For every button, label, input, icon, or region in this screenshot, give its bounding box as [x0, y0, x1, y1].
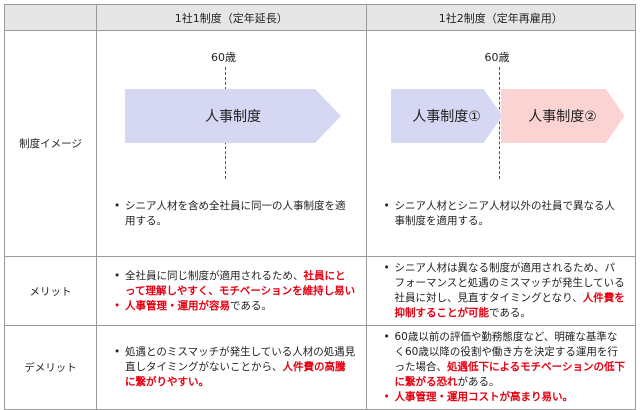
- diagram-right: 60歳 人事制度① 人事制度②: [367, 31, 636, 181]
- merit-right-item: シニア人材は異なる制度が適用されるため、パフォーマンスと処遇のミスマッチが発生し…: [381, 261, 626, 321]
- header-two-systems: 1社2制度（定年再雇用）: [365, 4, 636, 31]
- merit-left-highlight: 社員にとって理解しやすく、モチベーションを維持し易い: [125, 269, 356, 297]
- demerit-row: デメリット 処遇とのミスマッチが発生している人材の処遇見直しタイミングがないこと…: [4, 325, 636, 410]
- image-cell-left: 60歳 人事制度 シニア人材を含め全社員に同一の人事制度を適用する。: [96, 30, 367, 257]
- merit-right-text-end: である。: [489, 307, 531, 319]
- demerit-left-highlight: 人件費の高騰に繋がりやすい。: [125, 361, 346, 388]
- age-label-right: 60歳: [484, 51, 510, 64]
- merit-cell-right: シニア人材は異なる制度が適用されるため、パフォーマンスと処遇のミスマッチが発生し…: [365, 256, 636, 326]
- demerit-right-highlight: 処遇低下によるモチベーションの低下に繋がる恐れ: [394, 361, 625, 388]
- arrow-hr-system-2-label: 人事制度②: [528, 109, 597, 125]
- note-left: シニア人材を含め全社員に同一の人事制度を適用する。: [111, 199, 356, 229]
- merit-left-list: 全社員に同じ制度が適用されるため、社員にとって理解しやすく、モチベーションを維持…: [111, 269, 356, 314]
- merit-left-highlight-2: 人事管理・運用が容易: [125, 299, 230, 312]
- demerit-cell-right: 60歳以前の評価や勤務態度など、明確な基準なく60歳以降の役割や働き方を決定する…: [365, 325, 636, 410]
- arrow-hr-system-2: 人事制度②: [500, 89, 625, 143]
- note-right: シニア人材とシニア人材以外の社員で異なる人事制度を適用する。: [381, 199, 626, 229]
- age-line-right: [498, 67, 500, 179]
- image-row: 制度イメージ 60歳 人事制度 シニア人材を含め全社員に同一の人事制度を適用する…: [4, 30, 636, 257]
- comparison-table: 1社1制度（定年延長） 1社2制度（定年再雇用） 制度イメージ 60歳 人事制度…: [4, 4, 636, 410]
- merit-right-list: シニア人材は異なる制度が適用されるため、パフォーマンスと処遇のミスマッチが発生し…: [381, 261, 626, 321]
- age-label-left: 60歳: [211, 51, 236, 64]
- arrow-hr-system: 人事制度: [125, 89, 341, 143]
- header-row: 1社1制度（定年延長） 1社2制度（定年再雇用）: [4, 4, 636, 31]
- demerit-left-text: 処遇とのミスマッチが発生している人材の処遇見直しタイミングがないことから、: [125, 346, 356, 373]
- header-one-system: 1社1制度（定年延長）: [96, 4, 367, 31]
- merit-left-item-1: 全社員に同じ制度が適用されるため、社員にとって理解しやすく、モチベーションを維持…: [111, 269, 356, 299]
- demerit-left-list: 処遇とのミスマッチが発生している人材の処遇見直しタイミングがないことから、人件費…: [111, 345, 356, 390]
- demerit-left-item: 処遇とのミスマッチが発生している人材の処遇見直しタイミングがないことから、人件費…: [111, 345, 356, 390]
- merit-left-item-2: 人事管理・運用が容易である。: [111, 299, 356, 314]
- arrow-hr-system-1-label: 人事制度①: [412, 109, 481, 125]
- demerit-cell-left: 処遇とのミスマッチが発生している人材の処遇見直しタイミングがないことから、人件費…: [96, 325, 367, 410]
- image-cell-right: 60歳 人事制度① 人事制度② シニア人材とシニア人材以外の社員で異なる人事制度…: [365, 30, 636, 257]
- note-right-item: シニア人材とシニア人材以外の社員で異なる人事制度を適用する。: [381, 199, 626, 229]
- merit-right-highlight: 人件費を抑制することが可能: [394, 292, 625, 319]
- row-label-merit: メリット: [4, 256, 97, 326]
- demerit-right-highlight-2: 人事管理・運用コストが高まり易い。: [394, 391, 574, 403]
- corner-cell: [4, 4, 97, 31]
- merit-right-text: シニア人材は異なる制度が適用されるため、パフォーマンスと処遇のミスマッチが発生し…: [394, 262, 625, 304]
- merit-cell-left: 全社員に同じ制度が適用されるため、社員にとって理解しやすく、モチベーションを維持…: [96, 256, 367, 326]
- demerit-right-text: 60歳以前の評価や勤務態度など、明確な基準なく60歳以降の役割や働き方を決定する…: [394, 331, 618, 373]
- demerit-right-text-end: がある。: [457, 376, 500, 388]
- merit-row: メリット 全社員に同じ制度が適用されるため、社員にとって理解しやすく、モチベーシ…: [4, 256, 636, 326]
- row-label-demerit: デメリット: [4, 325, 97, 410]
- diagram-left: 60歳 人事制度: [97, 31, 366, 181]
- arrow-hr-system-label: 人事制度: [205, 109, 261, 125]
- arrow-hr-system-1: 人事制度①: [390, 89, 503, 143]
- merit-left-text-2: である。: [230, 299, 272, 312]
- merit-left-text: 全社員に同じ制度が適用されるため、: [125, 269, 304, 282]
- row-label-image: 制度イメージ: [4, 30, 97, 257]
- demerit-right-item-1: 60歳以前の評価や勤務態度など、明確な基準なく60歳以降の役割や働き方を決定する…: [381, 330, 626, 390]
- demerit-right-item-2: 人事管理・運用コストが高まり易い。: [381, 390, 626, 405]
- demerit-right-list: 60歳以前の評価や勤務態度など、明確な基準なく60歳以降の役割や働き方を決定する…: [381, 330, 626, 405]
- note-left-item: シニア人材を含め全社員に同一の人事制度を適用する。: [111, 199, 356, 229]
